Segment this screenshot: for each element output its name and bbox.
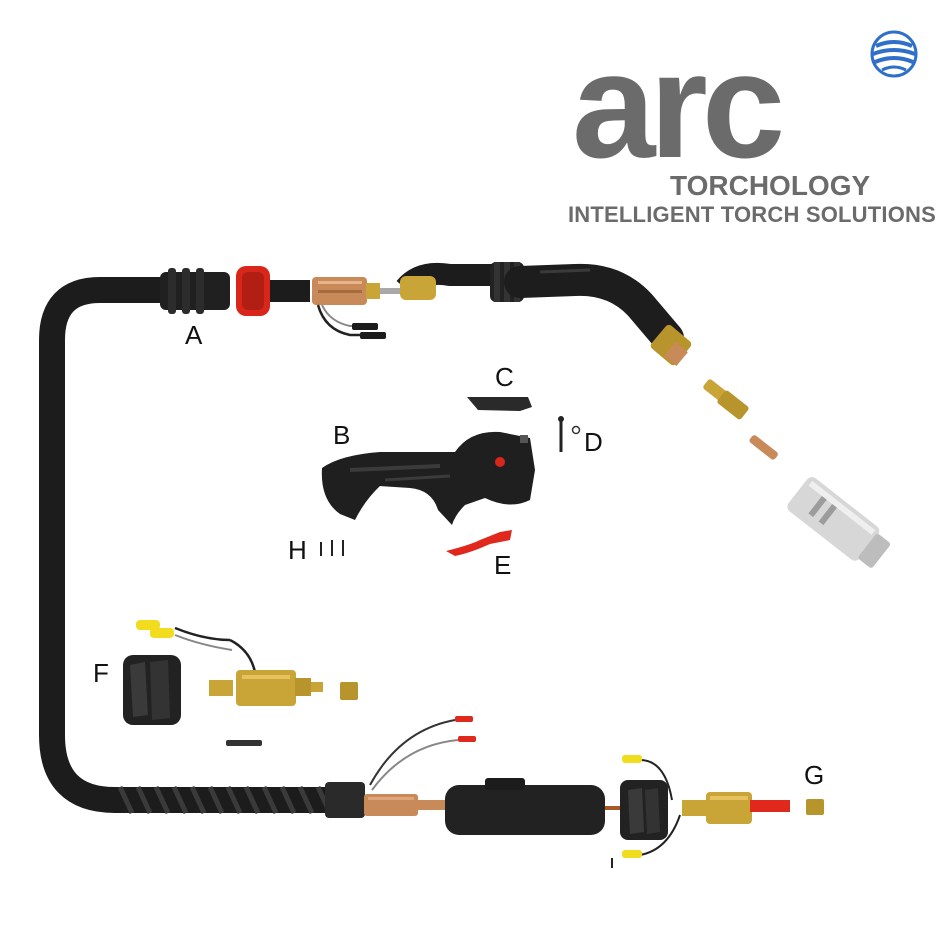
part-e-trigger <box>446 530 512 556</box>
consumables <box>703 379 891 568</box>
brand-tagline: INTELLIGENT TORCH SOLUTIONS <box>568 202 936 227</box>
spring-guard <box>117 782 365 818</box>
label-b: B <box>333 420 351 450</box>
logo-wordmark: arc <box>572 21 785 189</box>
label-g: G <box>804 760 825 790</box>
label-d: D <box>584 427 603 457</box>
part-g-rear-connector <box>364 716 824 868</box>
label-c: C <box>495 362 514 392</box>
part-a-handle-connector <box>160 266 402 339</box>
globe-icon <box>870 30 918 78</box>
gooseneck <box>396 262 692 367</box>
part-h-screws <box>320 540 344 556</box>
label-h: H <box>288 535 307 565</box>
label-f: F <box>93 658 109 688</box>
label-a: A <box>185 320 203 350</box>
part-c-switch <box>467 397 532 411</box>
part-f-connector <box>123 620 358 746</box>
power-cable <box>39 277 188 813</box>
brand-name: TORCHOLOGY <box>670 170 871 201</box>
part-b-handle <box>321 431 535 525</box>
label-e: E <box>494 550 512 580</box>
part-d-pin <box>558 416 581 452</box>
